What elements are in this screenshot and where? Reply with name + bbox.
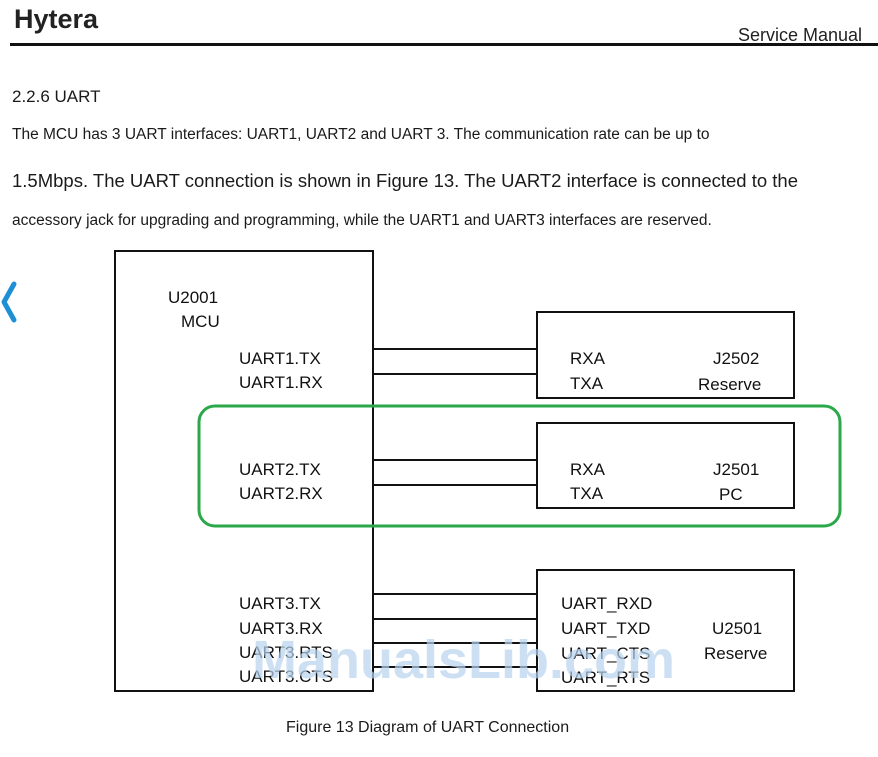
j2501-rxa: RXA (570, 460, 606, 479)
u2501-desc: Reserve (704, 644, 767, 663)
watermark: ManualsLib.com (252, 630, 675, 690)
j2502-desc: Reserve (698, 375, 761, 394)
j2501-txa: TXA (570, 484, 604, 503)
uart2-highlight (197, 404, 842, 528)
u2501-ref: U2501 (712, 619, 762, 638)
u2501-rxd: UART_RXD (561, 594, 652, 613)
mcu-name: MCU (181, 312, 220, 331)
u2501-cts: UART_CTS (561, 644, 650, 663)
j2502-txa: TXA (570, 374, 604, 393)
mcu-ref: U2001 (168, 288, 218, 307)
uart1-rx-label: UART1.RX (239, 373, 323, 392)
uart2-rx-label: UART2.RX (239, 484, 323, 503)
uart3-rx-label: UART3.RX (239, 619, 323, 638)
uart2-tx-label: UART2.TX (239, 460, 321, 479)
u2501-box (536, 569, 795, 692)
j2501-desc: PC (719, 485, 743, 504)
j2502-box (536, 311, 795, 399)
manual-label: Service Manual (738, 25, 863, 45)
section-heading: 2.2.6 UART (12, 87, 101, 106)
figure-caption: Figure 13 Diagram of UART Connection (286, 719, 570, 736)
u2501-rts: UART_RTS (561, 668, 650, 687)
paragraph-line-3: accessory jack for upgrading and program… (12, 212, 712, 229)
u2501-txd: UART_TXD (561, 619, 650, 638)
j2501-ref: J2501 (713, 460, 759, 479)
uart3-tx-label: UART3.TX (239, 594, 321, 613)
mcu-box (114, 250, 374, 692)
header-rule (10, 43, 878, 46)
uart1-tx-label: UART1.TX (239, 349, 321, 368)
paragraph-line-1: The MCU has 3 UART interfaces: UART1, UA… (12, 126, 710, 143)
j2501-box (536, 422, 795, 509)
paragraph-line-2: 1.5Mbps. The UART connection is shown in… (12, 170, 798, 191)
uart3-cts-label: UART3.CTS (239, 667, 333, 686)
j2502-ref: J2502 (713, 349, 759, 368)
uart3-rts-label: UART3.RTS (239, 643, 333, 662)
j2502-rxa: RXA (570, 349, 606, 368)
chevron-left-icon[interactable] (0, 278, 22, 328)
brand-logo: Hytera (14, 4, 99, 34)
